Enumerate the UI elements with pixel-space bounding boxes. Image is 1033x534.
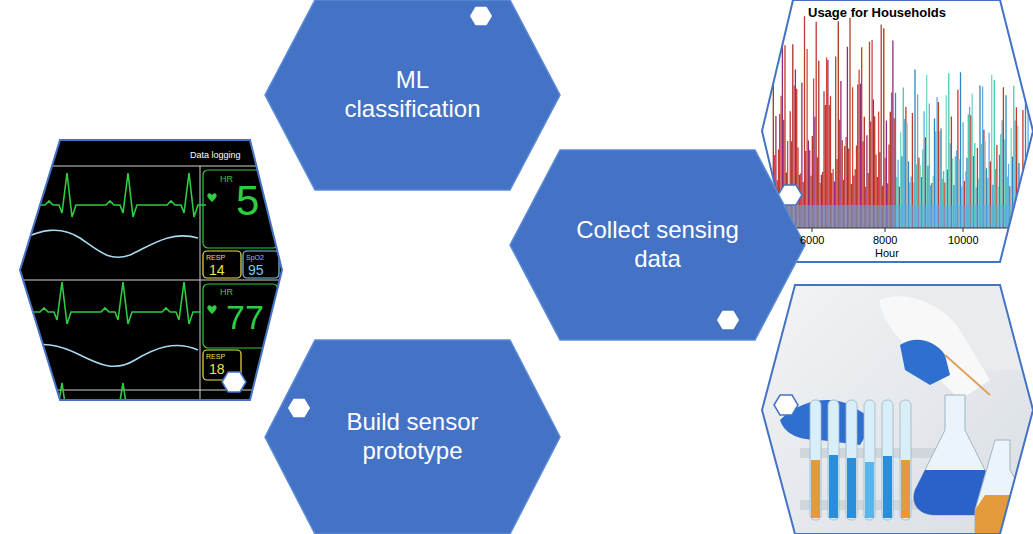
picture-label: SpO2: [246, 254, 264, 261]
picture-label: 14: [209, 263, 225, 277]
picture-label: 18: [209, 362, 225, 376]
hex-marker: [287, 398, 311, 418]
hex-marker: [716, 310, 740, 330]
process-hexagon: ML classification: [265, 0, 560, 190]
picture-label: HR: [220, 175, 233, 184]
hex-marker: [222, 372, 246, 392]
picture-label: RESP: [206, 353, 225, 360]
hex-marker: [774, 395, 798, 415]
picture-label: 95: [248, 263, 264, 277]
process-hexagon: Build sensor prototype: [265, 340, 560, 534]
chart-picture: [760, 0, 1033, 270]
picture-label: Usage for Households: [808, 6, 946, 19]
lab-picture: [760, 280, 1033, 534]
hex-marker: [469, 6, 493, 26]
node-text-group: ML classification: [328, 66, 498, 124]
picture-label: RESP: [206, 254, 225, 261]
picture-label: Hour: [875, 248, 899, 259]
picture-label: 5: [236, 180, 259, 222]
chart-frame: [762, 0, 1033, 262]
hexagon-label: ML classification: [328, 66, 498, 124]
hexagon-label: Collect sensing data: [573, 216, 743, 274]
picture-label: 10000: [948, 235, 979, 246]
monitor-frame: [20, 140, 282, 400]
picture-label: 77: [226, 300, 264, 334]
picture-label: Data logging: [190, 151, 241, 160]
node-text-group: Build sensor prototype: [328, 408, 498, 466]
picture-label: 8000: [873, 235, 897, 246]
process-hexagon: Collect sensing data: [510, 150, 805, 340]
monitor-picture: [0, 130, 300, 417]
picture-label: 6000: [800, 235, 824, 246]
hexagon-label: Build sensor prototype: [328, 408, 498, 466]
picture-label: HR: [220, 288, 233, 297]
lab-frame: [762, 285, 1033, 534]
node-text-group: Collect sensing data: [573, 216, 743, 274]
